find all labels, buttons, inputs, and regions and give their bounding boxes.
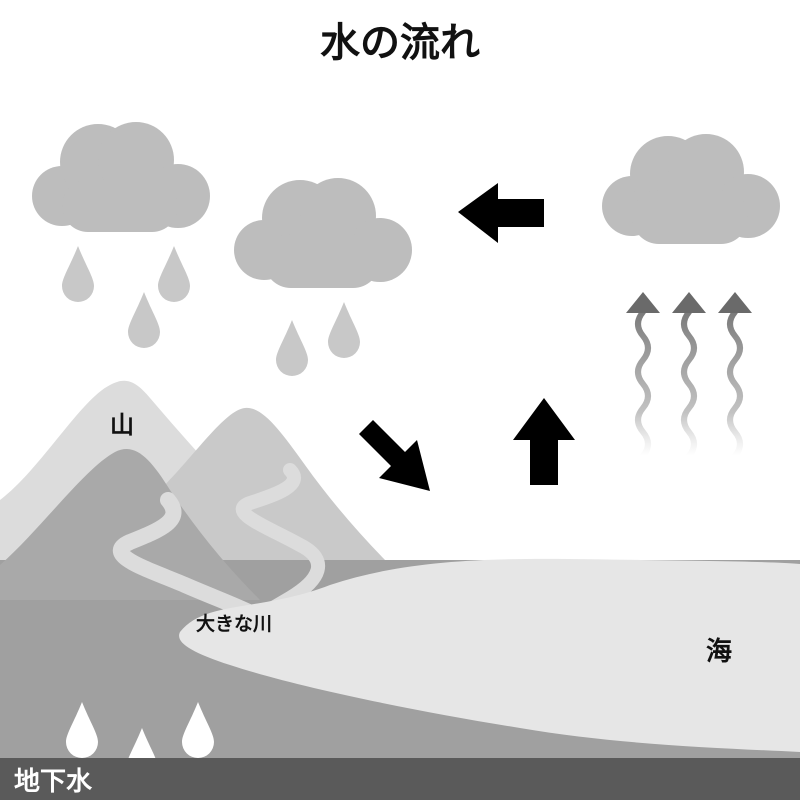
steam-arrow-icon (718, 292, 752, 459)
river-label: 大きな川 (196, 612, 272, 635)
arrow-down-right-icon (359, 420, 430, 491)
cloud-icon (602, 134, 780, 244)
arrow-up-icon (513, 398, 575, 485)
arrow-left-icon (458, 183, 544, 243)
raindrop-icon (276, 320, 308, 376)
diagram-title: 水の流れ (320, 20, 480, 66)
raindrop-icon (62, 246, 94, 302)
cloud-icon (234, 178, 412, 288)
raindrop-icon (158, 246, 190, 302)
sea-label: 海 (706, 637, 732, 667)
sea (179, 558, 800, 752)
raindrop-icon (66, 702, 98, 758)
steam-arrow-icon (672, 292, 706, 459)
raindrop-icon (328, 302, 360, 358)
cloud-icon (32, 122, 210, 232)
groundwater-bar (0, 758, 800, 800)
mountain-front (0, 449, 260, 600)
mountain-label: 山 (110, 411, 134, 439)
groundwater-label: 地下水 (14, 767, 93, 797)
raindrop-icon (182, 702, 214, 758)
river (113, 492, 263, 623)
steam-arrow-icon (626, 292, 660, 459)
steam-arrows (626, 292, 752, 459)
raindrop-icon (128, 292, 160, 348)
